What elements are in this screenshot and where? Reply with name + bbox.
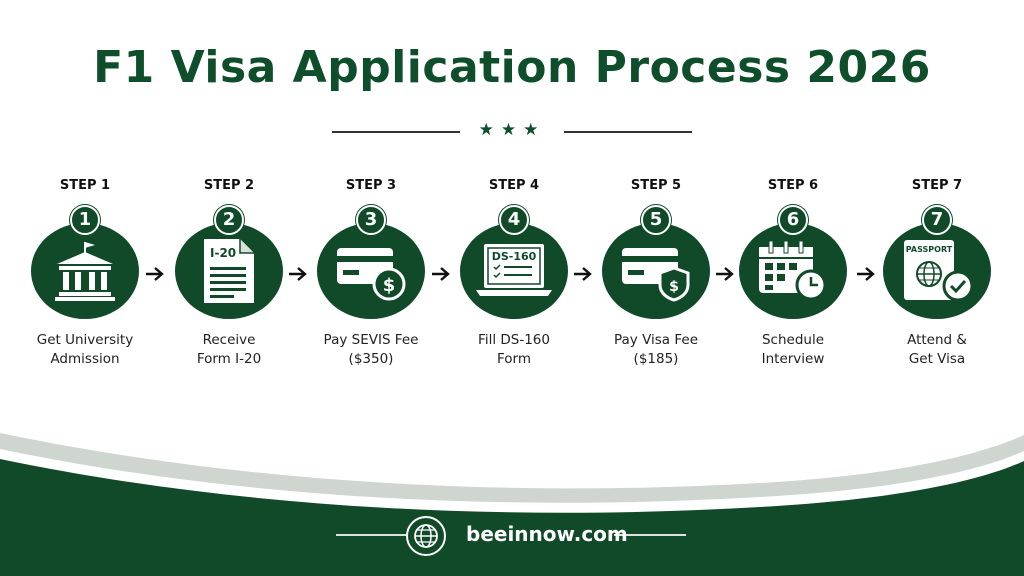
arrow-right-icon xyxy=(432,267,450,281)
svg-text:$: $ xyxy=(669,279,679,295)
step-icon-circle: I-20 xyxy=(175,223,283,319)
divider-line-right xyxy=(564,131,692,133)
step-icon-circle: PASSPORT xyxy=(883,223,991,319)
footer-line-left xyxy=(336,534,408,536)
step-number-badge: 1 xyxy=(70,205,100,235)
step-label: STEP 6 xyxy=(767,178,819,193)
step-description-line1: Pay SEVIS Fee xyxy=(323,332,419,348)
title-divider: ★★★ xyxy=(332,120,692,142)
step-description: Pay Visa Fee ($185) xyxy=(591,331,721,369)
step-icon-circle xyxy=(31,223,139,319)
step-number-badge: 2 xyxy=(214,205,244,235)
laptop-form-icon: DS-160 xyxy=(476,244,552,296)
step-description: Attend & Get Visa xyxy=(872,331,1002,369)
document-label: I-20 xyxy=(210,246,236,260)
step-4: STEP 4 4 DS-160 Fill DS-160 Form xyxy=(449,177,579,369)
credit-card-shield-icon: $ xyxy=(622,248,690,302)
step-number-badge: 6 xyxy=(778,205,808,235)
step-1: STEP 1 1 Get University Admission xyxy=(20,177,150,369)
credit-card-dollar-icon: $ xyxy=(337,248,406,301)
step-number-badge: 4 xyxy=(499,205,529,235)
form-label: DS-160 xyxy=(492,250,537,263)
step-icon-circle xyxy=(739,223,847,319)
footer: beeinnow.com xyxy=(0,508,1024,558)
step-label: STEP 4 xyxy=(488,178,540,193)
document-i20-icon: I-20 xyxy=(204,239,254,303)
step-description-line2: Admission xyxy=(50,351,120,367)
step-description: Schedule Interview xyxy=(728,331,858,369)
step-description-line1: Attend & xyxy=(907,332,967,348)
step-3: STEP 3 3 $ Pay SEVIS Fee ($350) xyxy=(306,177,436,369)
step-description: Fill DS-160 Form xyxy=(449,331,579,369)
step-number-badge: 7 xyxy=(922,205,952,235)
step-label: STEP 2 xyxy=(203,178,255,193)
step-description-line2: ($185) xyxy=(633,351,679,367)
step-5: STEP 5 5 $ Pay Visa Fee ($185) xyxy=(591,177,721,369)
step-6: STEP 6 6 Schedule Interview xyxy=(728,177,858,369)
divider-stars: ★★★ xyxy=(478,120,546,140)
step-description-line1: Get University xyxy=(36,332,134,348)
step-label: STEP 3 xyxy=(345,178,397,193)
step-label: STEP 1 xyxy=(59,178,111,193)
arrow-right-icon xyxy=(716,267,734,281)
page-title: F1 Visa Application Process 2026 xyxy=(93,42,931,93)
step-label: STEP 5 xyxy=(630,178,682,193)
calendar-clock-icon xyxy=(759,240,827,301)
website-link[interactable]: beeinnow.com xyxy=(466,522,628,546)
step-icon-circle: DS-160 xyxy=(460,223,568,319)
passport-label: PASSPORT xyxy=(906,245,953,254)
arrow-right-icon xyxy=(146,267,164,281)
globe-icon-svg xyxy=(414,524,438,548)
step-2: STEP 2 2 I-20 Receive Form I-20 xyxy=(164,177,294,369)
step-description-line1: Schedule xyxy=(761,332,825,348)
footer-wave xyxy=(0,433,1024,576)
step-icon-circle: $ xyxy=(602,223,710,319)
step-description-line1: Fill DS-160 xyxy=(478,332,550,348)
step-number-badge: 3 xyxy=(356,205,386,235)
divider-line-left xyxy=(332,131,460,133)
step-number-badge: 5 xyxy=(641,205,671,235)
step-icon-circle: $ xyxy=(317,223,425,319)
footer-line-right xyxy=(614,534,686,536)
arrow-right-icon xyxy=(289,267,307,281)
step-description-line2: Form xyxy=(496,351,531,367)
step-description-line2: Get Visa xyxy=(908,351,966,367)
arrow-right-icon xyxy=(857,267,875,281)
step-description-line1: Pay Visa Fee xyxy=(613,332,698,348)
step-7: STEP 7 7 PASSPORT Attend & Get Visa xyxy=(872,177,1002,369)
university-building-icon xyxy=(55,242,115,301)
step-description-line2: Interview xyxy=(761,351,825,367)
svg-text:$: $ xyxy=(383,275,396,296)
arrow-right-icon xyxy=(574,267,592,281)
step-description-line2: ($350) xyxy=(348,351,394,367)
step-description: Pay SEVIS Fee ($350) xyxy=(306,331,436,369)
step-description: Get University Admission xyxy=(20,331,150,369)
globe-icon xyxy=(406,516,446,556)
passport-check-icon: PASSPORT xyxy=(904,240,974,302)
step-description: Receive Form I-20 xyxy=(164,331,294,369)
step-description-line1: Receive xyxy=(202,332,256,348)
step-description-line2: Form I-20 xyxy=(196,351,262,367)
step-label: STEP 7 xyxy=(911,178,963,193)
